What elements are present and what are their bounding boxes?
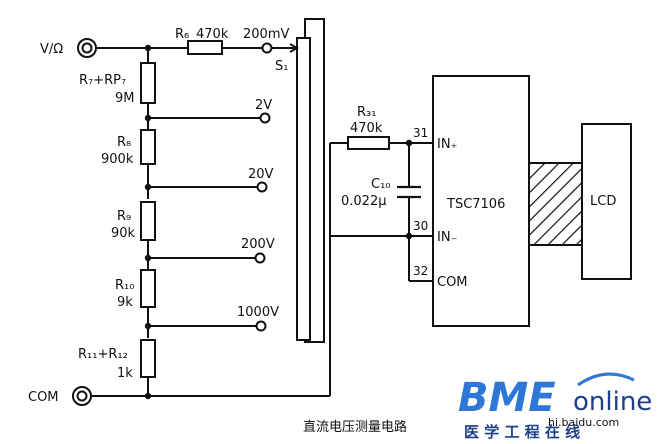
range-label-20v: 20V (248, 167, 274, 182)
resistor-r7-rp7 (140, 62, 156, 104)
logo-suffix: online (573, 387, 652, 417)
pin32-number: 32 (413, 264, 428, 278)
chip-tsc7106 (432, 75, 530, 327)
input-terminal-label: V/Ω (40, 42, 63, 57)
com-terminal-label: COM (28, 390, 59, 405)
lcd-bus (528, 162, 583, 246)
range-contact-200mv (261, 42, 273, 54)
lcd-label: LCD (590, 194, 616, 209)
r8-label: R₈ (117, 135, 131, 150)
range-label-1000v: 1000V (237, 305, 279, 320)
resistor-r10 (140, 269, 156, 308)
logo-brand: BME (458, 375, 556, 421)
range-contact-1000v (255, 320, 267, 332)
range-contact-200v (254, 252, 266, 264)
pin-com-label: COM (437, 275, 468, 290)
bme-online-logo: BME online hi.baidu.com 医 学 工 程 在 线 (458, 372, 652, 441)
pin31-number: 31 (413, 126, 428, 140)
r10-label: R₁₀ (115, 278, 134, 293)
range-label-200v: 200V (241, 237, 275, 252)
range-switch-s1 (272, 18, 325, 343)
junction-dots (144, 44, 413, 400)
r11-label: R₁₁+R₁₂ (78, 347, 128, 362)
resistor-r11-r12 (140, 339, 156, 378)
pin-in-hi-label: IN₊ (437, 137, 457, 152)
resistor-r6 (187, 40, 223, 55)
r7-label: R₇+RP₇ (79, 73, 126, 88)
resistor-r31 (347, 136, 390, 150)
resistor-r9 (140, 201, 156, 241)
com-terminal (72, 386, 92, 406)
r9-value: 90k (111, 226, 136, 241)
r6-label: R₆ (175, 27, 189, 42)
range-contact-2v (259, 112, 271, 124)
c10-label: C₁₀ (371, 177, 391, 192)
pin-in-lo-label: IN₋ (437, 230, 457, 245)
r11-value: 1k (117, 366, 133, 381)
pin30-number: 30 (413, 219, 428, 233)
chip-name: TSC7106 (446, 197, 505, 212)
r31-value: 470k (350, 121, 383, 136)
range-contact-20v (256, 181, 268, 193)
lcd-display (581, 123, 632, 280)
range-label-200mv: 200mV (243, 27, 289, 42)
r31-label: R₃₁ (357, 105, 376, 120)
terminals (72, 38, 273, 406)
resistor-bodies (140, 40, 390, 378)
r10-value: 9k (117, 295, 133, 310)
r7-value: 9M (115, 91, 135, 106)
capacitor-c10 (397, 185, 421, 199)
logo-swoosh-icon (577, 372, 635, 387)
range-label-2v: 2V (255, 98, 272, 113)
resistor-r8 (140, 129, 156, 165)
logo-watermark-url: hi.baidu.com (548, 416, 619, 429)
input-terminal (77, 38, 97, 58)
r8-value: 900k (101, 152, 134, 167)
figure-caption: 直流电压测量电路 (303, 419, 407, 435)
logo-tagline: 医 学 工 程 在 线 (464, 423, 580, 441)
r6-value: 470k (196, 27, 229, 42)
r9-label: R₉ (117, 209, 131, 224)
c10-value: 0.022μ (341, 194, 387, 209)
switch-label: S₁ (275, 59, 288, 74)
